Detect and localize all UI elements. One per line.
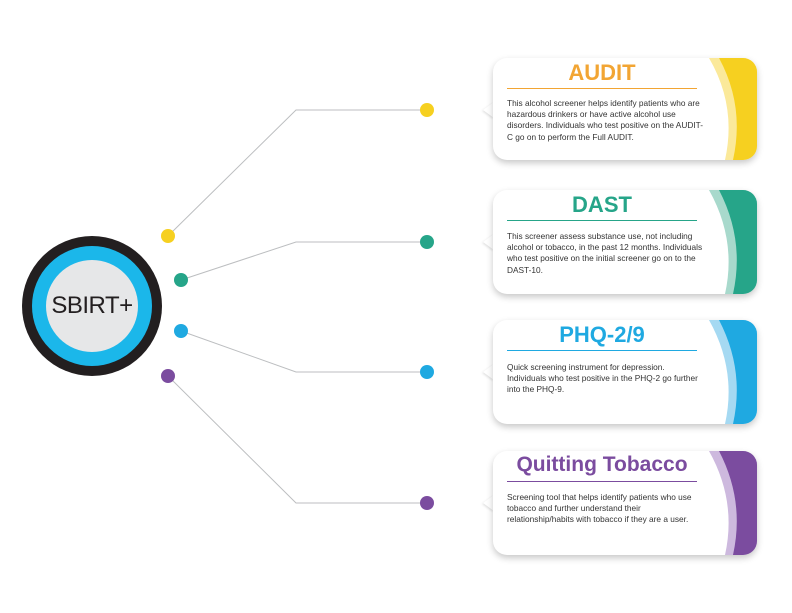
dast-card-dot	[420, 235, 434, 249]
phq-hub-dot	[174, 324, 188, 338]
audit-title: AUDIT	[568, 60, 636, 85]
phq-title-rule	[507, 350, 697, 351]
tobacco-card-pointer	[483, 495, 494, 511]
connector-phq	[180, 330, 427, 373]
phq-card-pointer	[483, 364, 494, 380]
audit-description: This alcohol screener helps identify pat…	[507, 98, 703, 142]
connector-audit	[167, 109, 427, 237]
tobacco-card-dot	[420, 496, 434, 510]
tobacco-hub-dot	[161, 369, 175, 383]
dast-card-pointer	[483, 234, 494, 250]
tobacco-title: Quitting Tobacco	[516, 453, 688, 476]
connector-tobacco	[167, 375, 427, 504]
tobacco-title-rule	[507, 481, 697, 482]
audit-accent	[709, 58, 757, 160]
dast-hub-dot	[174, 273, 188, 287]
audit-card: AUDIT This alcohol screener helps identi…	[493, 58, 757, 160]
phq-card-dot	[420, 365, 434, 379]
audit-card-pointer	[483, 102, 494, 118]
dast-title: DAST	[572, 192, 632, 217]
sbirt-hub: SBIRT+	[22, 236, 162, 376]
phq-title: PHQ-2/9	[559, 322, 645, 347]
phq-card: PHQ-2/9 Quick screening instrument for d…	[493, 320, 757, 424]
dast-card: DAST This screener assess substance use,…	[493, 190, 757, 294]
phq-accent	[709, 320, 757, 424]
dast-title-rule	[507, 220, 697, 221]
audit-hub-dot	[161, 229, 175, 243]
dast-accent	[709, 190, 757, 294]
hub-label: SBIRT+	[46, 260, 138, 352]
connector-dast	[180, 241, 427, 281]
tobacco-card: Quitting Tobacco Screening tool that hel…	[493, 451, 757, 555]
tobacco-description: Screening tool that helps identify patie…	[507, 492, 692, 525]
tobacco-accent	[709, 451, 757, 555]
audit-card-dot	[420, 103, 434, 117]
phq-description: Quick screening instrument for depressio…	[507, 362, 698, 395]
hub-ring: SBIRT+	[32, 246, 152, 366]
audit-title-rule	[507, 88, 697, 89]
dast-description: This screener assess substance use, not …	[507, 231, 703, 275]
